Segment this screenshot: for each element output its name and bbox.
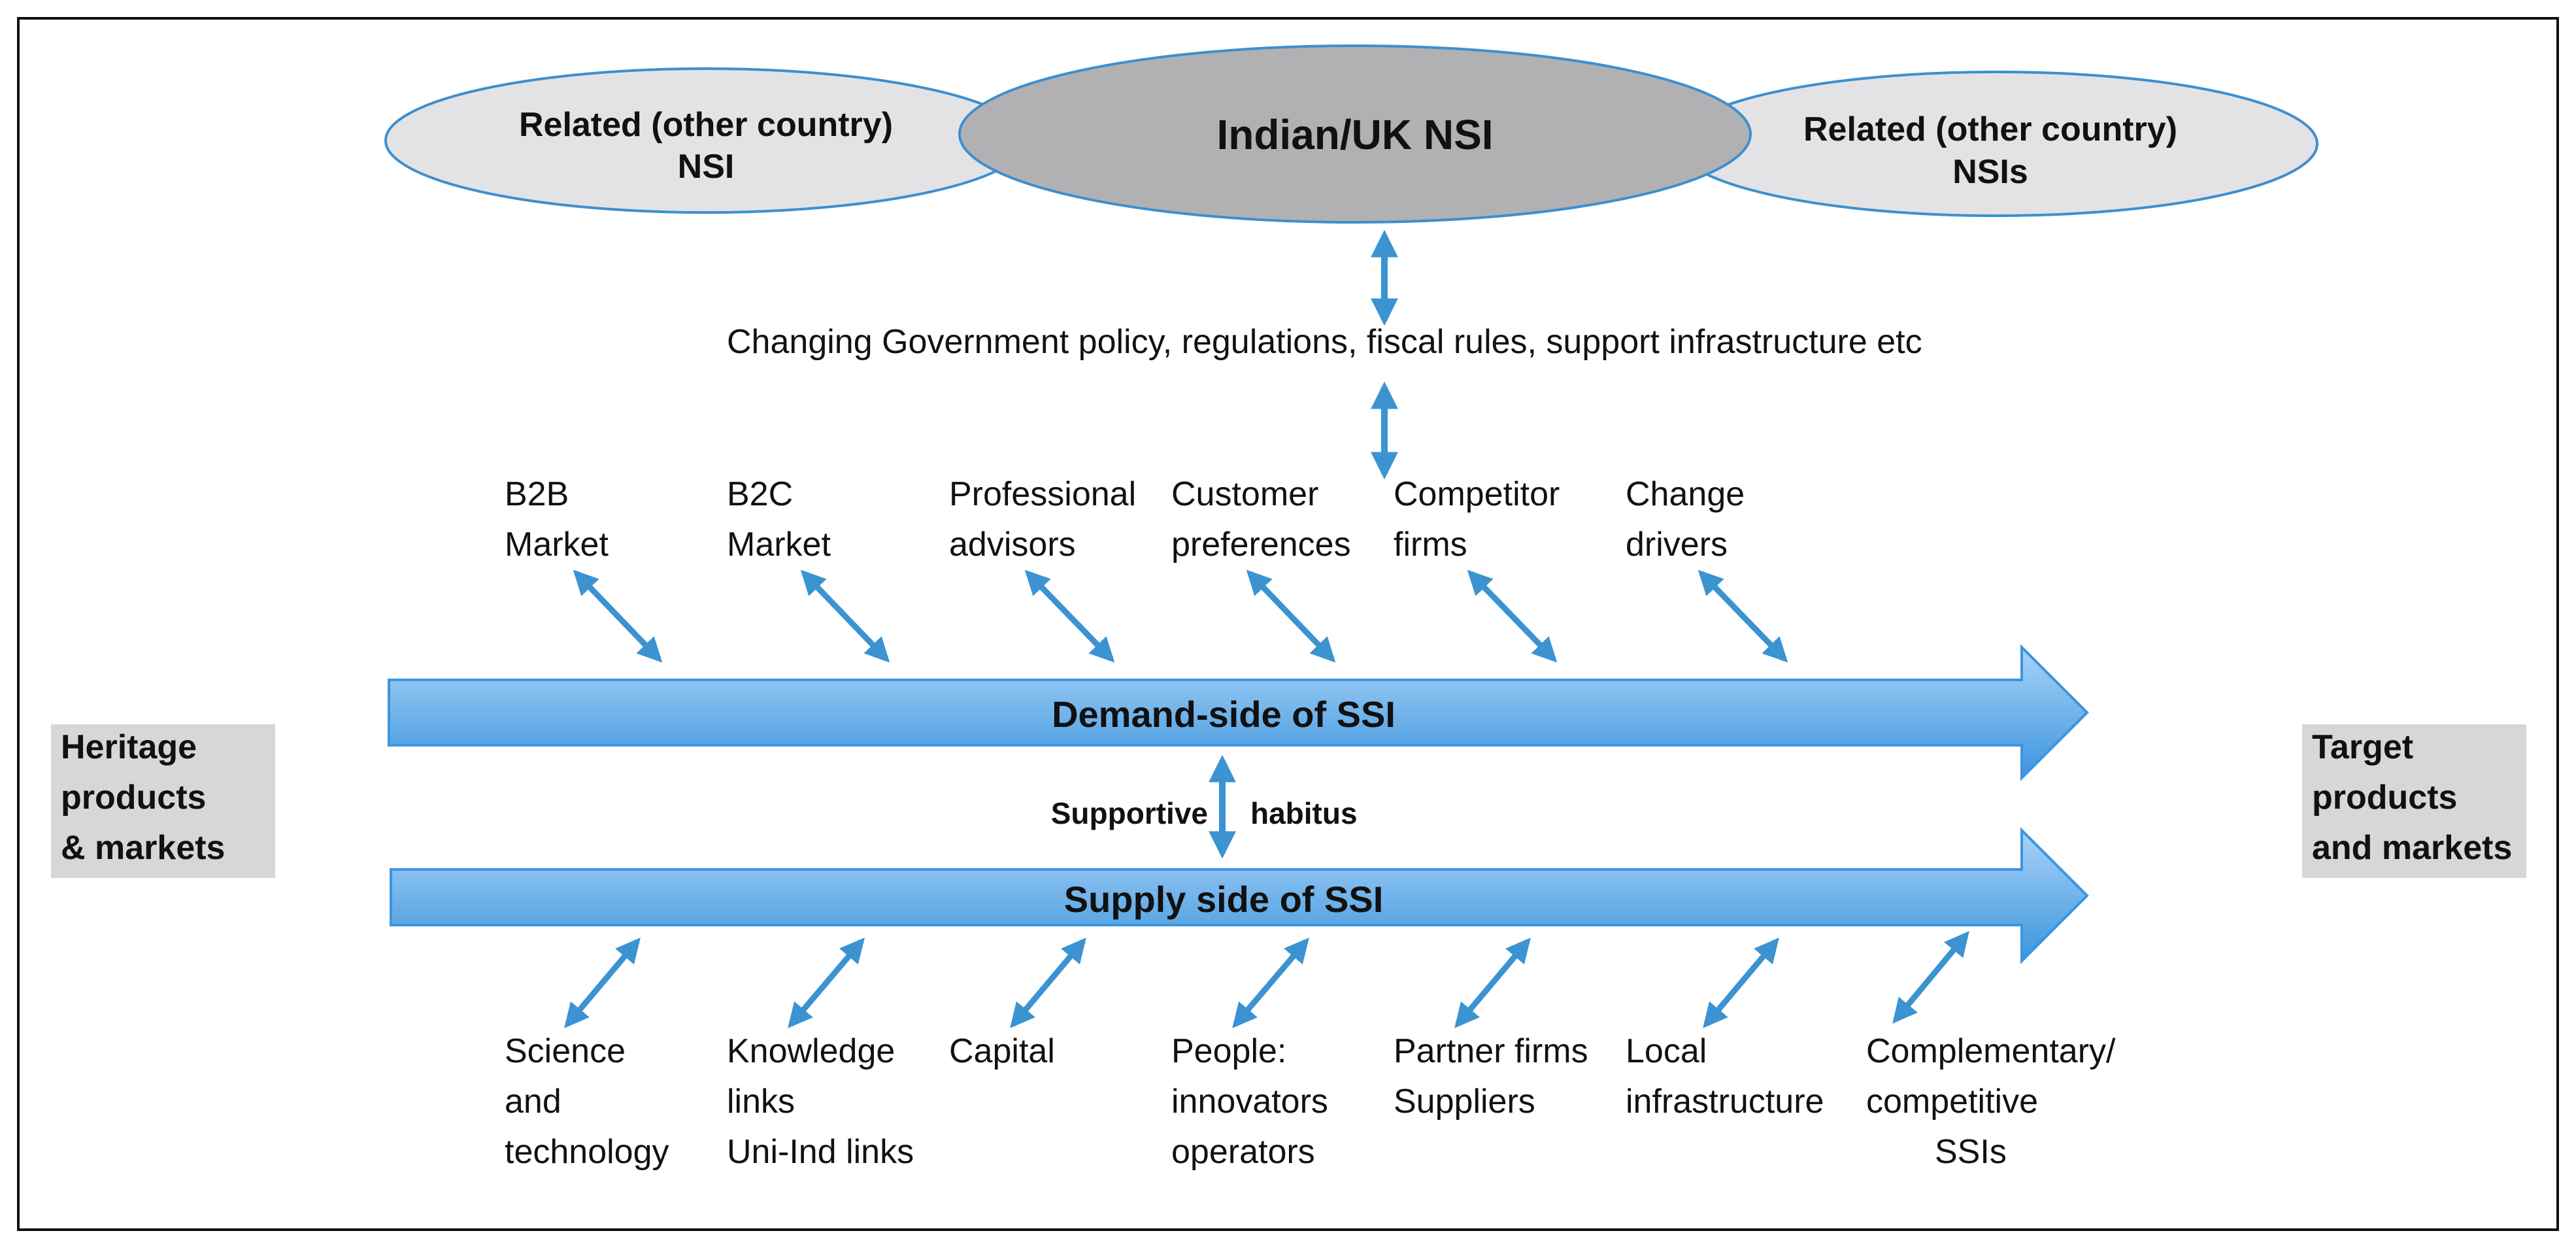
supply-factor-knowledge-line1: Knowledge bbox=[727, 1032, 895, 1070]
supply-connector-science bbox=[564, 937, 641, 1028]
supply-factor-people-line1: People: bbox=[1171, 1032, 1286, 1070]
demand-factor-b2b-line2: Market bbox=[505, 526, 609, 564]
supply-factors: Science and technology Knowledge links U… bbox=[505, 1032, 2116, 1171]
demand-factor-change-line1: Change bbox=[1626, 475, 1745, 513]
demand-factor-advisors-line1: Professional bbox=[949, 475, 1136, 513]
demand-connector-change bbox=[1698, 569, 1788, 663]
demand-factor-b2c-line1: B2C bbox=[727, 475, 793, 513]
related-nsi-right-label-2: NSIs bbox=[1952, 153, 2028, 191]
demand-connector-b2b bbox=[573, 569, 663, 663]
demand-connector-b2c bbox=[800, 569, 890, 663]
habitus-label-right: habitus bbox=[1250, 796, 1358, 830]
target-box: Target products and markets bbox=[2302, 724, 2526, 878]
policy-text: Changing Government policy, regulations,… bbox=[727, 323, 1922, 361]
heritage-line3: & markets bbox=[61, 829, 225, 867]
demand-arrow-title: Demand-side of SSI bbox=[1052, 694, 1396, 735]
related-nsi-left-label-2: NSI bbox=[678, 148, 735, 186]
habitus-link: Supportive habitus bbox=[1051, 754, 1358, 859]
supply-factor-people-line3: operators bbox=[1171, 1133, 1315, 1171]
supply-connector-partners bbox=[1454, 937, 1531, 1028]
supply-side-arrow: Supply side of SSI bbox=[390, 827, 2089, 964]
demand-factor-customer-line2: preferences bbox=[1171, 526, 1351, 564]
supply-connector-capital bbox=[1010, 937, 1086, 1028]
supply-factor-capital-line1: Capital bbox=[949, 1032, 1055, 1070]
demand-factors: B2B Market B2C Market Professional advis… bbox=[505, 475, 1745, 564]
supply-connector-knowledge bbox=[788, 937, 865, 1028]
heritage-line1: Heritage bbox=[61, 728, 197, 766]
demand-factor-customer-line1: Customer bbox=[1171, 475, 1318, 513]
demand-factor-competitor-line2: firms bbox=[1394, 526, 1467, 564]
heritage-box: Heritage products & markets bbox=[51, 724, 275, 878]
supply-factor-people-line2: innovators bbox=[1171, 1083, 1328, 1121]
supply-connector-ssis bbox=[1892, 931, 1969, 1024]
indian-uk-nsi-label: Indian/UK NSI bbox=[1216, 111, 1493, 158]
supply-factor-knowledge-line2: links bbox=[727, 1083, 795, 1121]
nsi-cluster: Related (other country) NSI Indian/UK NS… bbox=[384, 44, 2318, 224]
supply-factor-partners-line1: Partner firms bbox=[1394, 1032, 1588, 1070]
demand-side-arrow: Demand-side of SSI bbox=[388, 644, 2089, 781]
demand-factor-b2c-line2: Market bbox=[727, 526, 831, 564]
supply-factor-partners-line2: Suppliers bbox=[1394, 1083, 1535, 1121]
demand-connector-competitor bbox=[1467, 569, 1558, 663]
demand-factor-advisors-line2: advisors bbox=[949, 526, 1076, 564]
target-line2: products bbox=[2312, 779, 2457, 817]
demand-factor-b2b-line1: B2B bbox=[505, 475, 569, 513]
demand-connectors bbox=[573, 569, 1788, 663]
supply-connector-infrastructure bbox=[1703, 937, 1779, 1028]
demand-factor-competitor-line1: Competitor bbox=[1394, 475, 1560, 513]
heritage-box-bg bbox=[51, 724, 275, 878]
supply-arrow-shape bbox=[390, 827, 2089, 964]
related-nsi-right-label-1: Related (other country) bbox=[1803, 110, 2177, 148]
supply-factor-ssis-line3: SSIs bbox=[1935, 1133, 2007, 1171]
demand-arrow-shape bbox=[388, 644, 2089, 781]
demand-connector-customer bbox=[1246, 569, 1336, 663]
supply-factor-science-line1: Science bbox=[505, 1032, 626, 1070]
target-line3: and markets bbox=[2312, 829, 2512, 867]
supply-factor-ssis-line2: competitive bbox=[1866, 1083, 2038, 1121]
diagram-frame bbox=[17, 17, 2559, 1231]
heritage-line2: products bbox=[61, 779, 206, 817]
supply-factor-infrastructure-line1: Local bbox=[1626, 1032, 1707, 1070]
demand-connector-advisors bbox=[1024, 569, 1115, 663]
related-nsi-left-label-1: Related (other country) bbox=[519, 106, 893, 144]
supply-factor-infrastructure-line2: infrastructure bbox=[1626, 1083, 1824, 1121]
supply-factor-science-line2: and bbox=[505, 1083, 561, 1121]
target-box-bg bbox=[2302, 724, 2526, 878]
supply-factor-knowledge-line3: Uni-Ind links bbox=[727, 1133, 914, 1171]
supply-connectors bbox=[564, 931, 1969, 1028]
demand-factor-change-line2: drivers bbox=[1626, 526, 1728, 564]
supply-arrow-title: Supply side of SSI bbox=[1064, 879, 1384, 920]
indian-uk-nsi-ellipse bbox=[958, 44, 1752, 224]
habitus-label-left: Supportive bbox=[1051, 796, 1208, 830]
supply-factor-ssis-line1: Complementary/ bbox=[1866, 1032, 2116, 1070]
target-line1: Target bbox=[2312, 728, 2413, 766]
supply-factor-science-line3: technology bbox=[505, 1133, 669, 1171]
supply-connector-people bbox=[1232, 937, 1309, 1028]
